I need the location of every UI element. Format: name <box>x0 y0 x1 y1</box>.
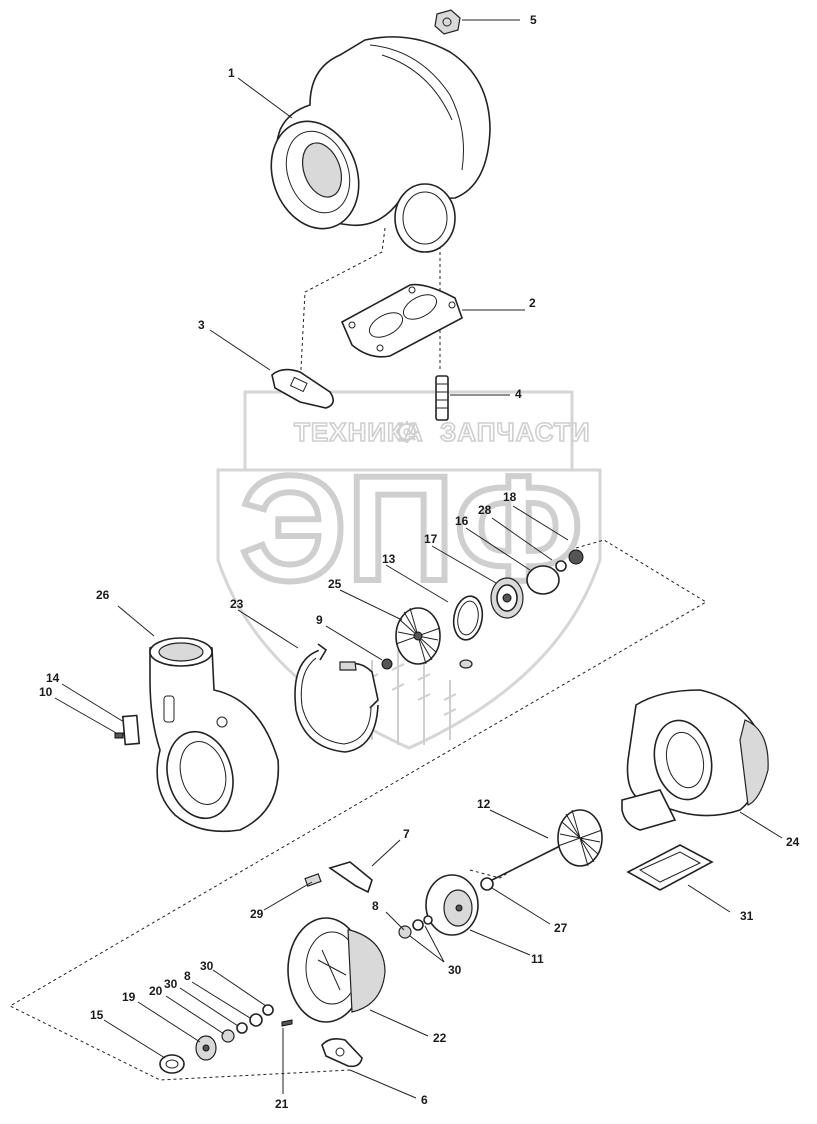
callout-30-top: 30 <box>200 959 214 973</box>
callout-4: 4 <box>515 387 522 401</box>
part-28-o-ring <box>526 565 560 595</box>
part-25-compressor-wheel <box>395 607 441 665</box>
callout-12: 12 <box>477 797 491 811</box>
part-8-washer-left <box>249 1013 263 1027</box>
part-15-washer <box>159 1054 185 1074</box>
callout-13: 13 <box>382 552 396 566</box>
callout-2: 2 <box>529 296 536 310</box>
callout-8-left: 8 <box>184 969 191 983</box>
part-13-retaining-ring <box>452 595 484 641</box>
callout-15: 15 <box>90 1008 104 1022</box>
part-31-gasket <box>626 844 714 891</box>
callout-30-mid: 30 <box>164 977 178 991</box>
part-19-thrust-washer <box>195 1035 217 1061</box>
part-2-gasket <box>340 283 463 358</box>
part-29-bolt <box>304 873 322 887</box>
part-21-pin <box>281 1019 293 1027</box>
part-flinger-small <box>459 659 473 669</box>
callout-3: 3 <box>198 318 205 332</box>
part-30-spacer-left <box>236 1022 248 1034</box>
callout-29: 29 <box>250 907 264 921</box>
callout-11: 11 <box>531 952 544 966</box>
callout-23: 23 <box>230 597 244 611</box>
watermark-text-left: ТЕХНИКА <box>294 417 424 447</box>
gear-icon <box>396 421 418 443</box>
part-5-nut <box>434 9 461 35</box>
part-17-seal-insert <box>490 577 524 619</box>
part-20-bearing <box>221 1029 235 1043</box>
watermark: ТЕХНИКА ЗАПЧАСТИ ЭПФ <box>216 390 602 750</box>
watermark-text-right: ЗАПЧАСТИ <box>440 417 591 447</box>
callout-31: 31 <box>740 909 754 923</box>
callout-25: 25 <box>328 577 342 591</box>
part-23-snap-ring <box>294 643 379 753</box>
part-10-screw <box>114 732 124 739</box>
callout-1: 1 <box>228 66 235 80</box>
part-24-bearing-housing <box>621 689 769 831</box>
part-9-retaining-clip <box>339 661 379 709</box>
callout-14: 14 <box>46 671 60 685</box>
callout-21: 21 <box>275 1097 289 1111</box>
callout-27: 27 <box>554 921 568 935</box>
callout-10: 10 <box>39 685 53 699</box>
leader-lines <box>54 19 783 1099</box>
part-8-thrust-bearing <box>398 915 433 939</box>
callouts: 1 5 2 3 4 26 23 25 9 13 17 16 28 18 14 1… <box>39 13 800 1111</box>
callout-17: 17 <box>424 532 438 546</box>
callout-19: 19 <box>122 990 136 1004</box>
part-12-turbine-shaft-wheel <box>491 809 603 881</box>
callout-7: 7 <box>403 827 410 841</box>
part-14-bracket <box>121 714 141 746</box>
callout-28: 28 <box>478 503 492 517</box>
callout-16: 16 <box>455 514 469 528</box>
callout-18: 18 <box>503 490 517 504</box>
callout-8-right: 8 <box>372 899 379 913</box>
part-16-piston-ring <box>555 560 567 572</box>
part-27-seal-ring <box>480 877 494 891</box>
part-11-backplate <box>425 874 479 936</box>
part-30-ring-left <box>262 1004 274 1016</box>
part-22-center-housing <box>287 917 386 1023</box>
callout-24: 24 <box>786 835 800 849</box>
part-1-turbine-housing <box>270 36 491 253</box>
part-18-thrust-collar <box>568 549 584 565</box>
callout-9: 9 <box>316 613 323 627</box>
watermark-big-text: ЭПФ <box>240 444 583 612</box>
callout-30-right: 30 <box>448 963 462 977</box>
part-9-nut <box>381 658 393 670</box>
part-26-compressor-housing <box>149 637 280 833</box>
part-4-stud <box>435 375 449 421</box>
callout-6: 6 <box>421 1093 428 1107</box>
callout-26: 26 <box>96 588 110 602</box>
part-7-oil-deflector <box>328 861 373 894</box>
callout-22: 22 <box>433 1031 447 1045</box>
part-6-oil-gasket <box>321 1038 363 1068</box>
callout-5: 5 <box>530 13 537 27</box>
callout-20: 20 <box>149 984 163 998</box>
part-3-flange-gasket <box>271 368 334 409</box>
